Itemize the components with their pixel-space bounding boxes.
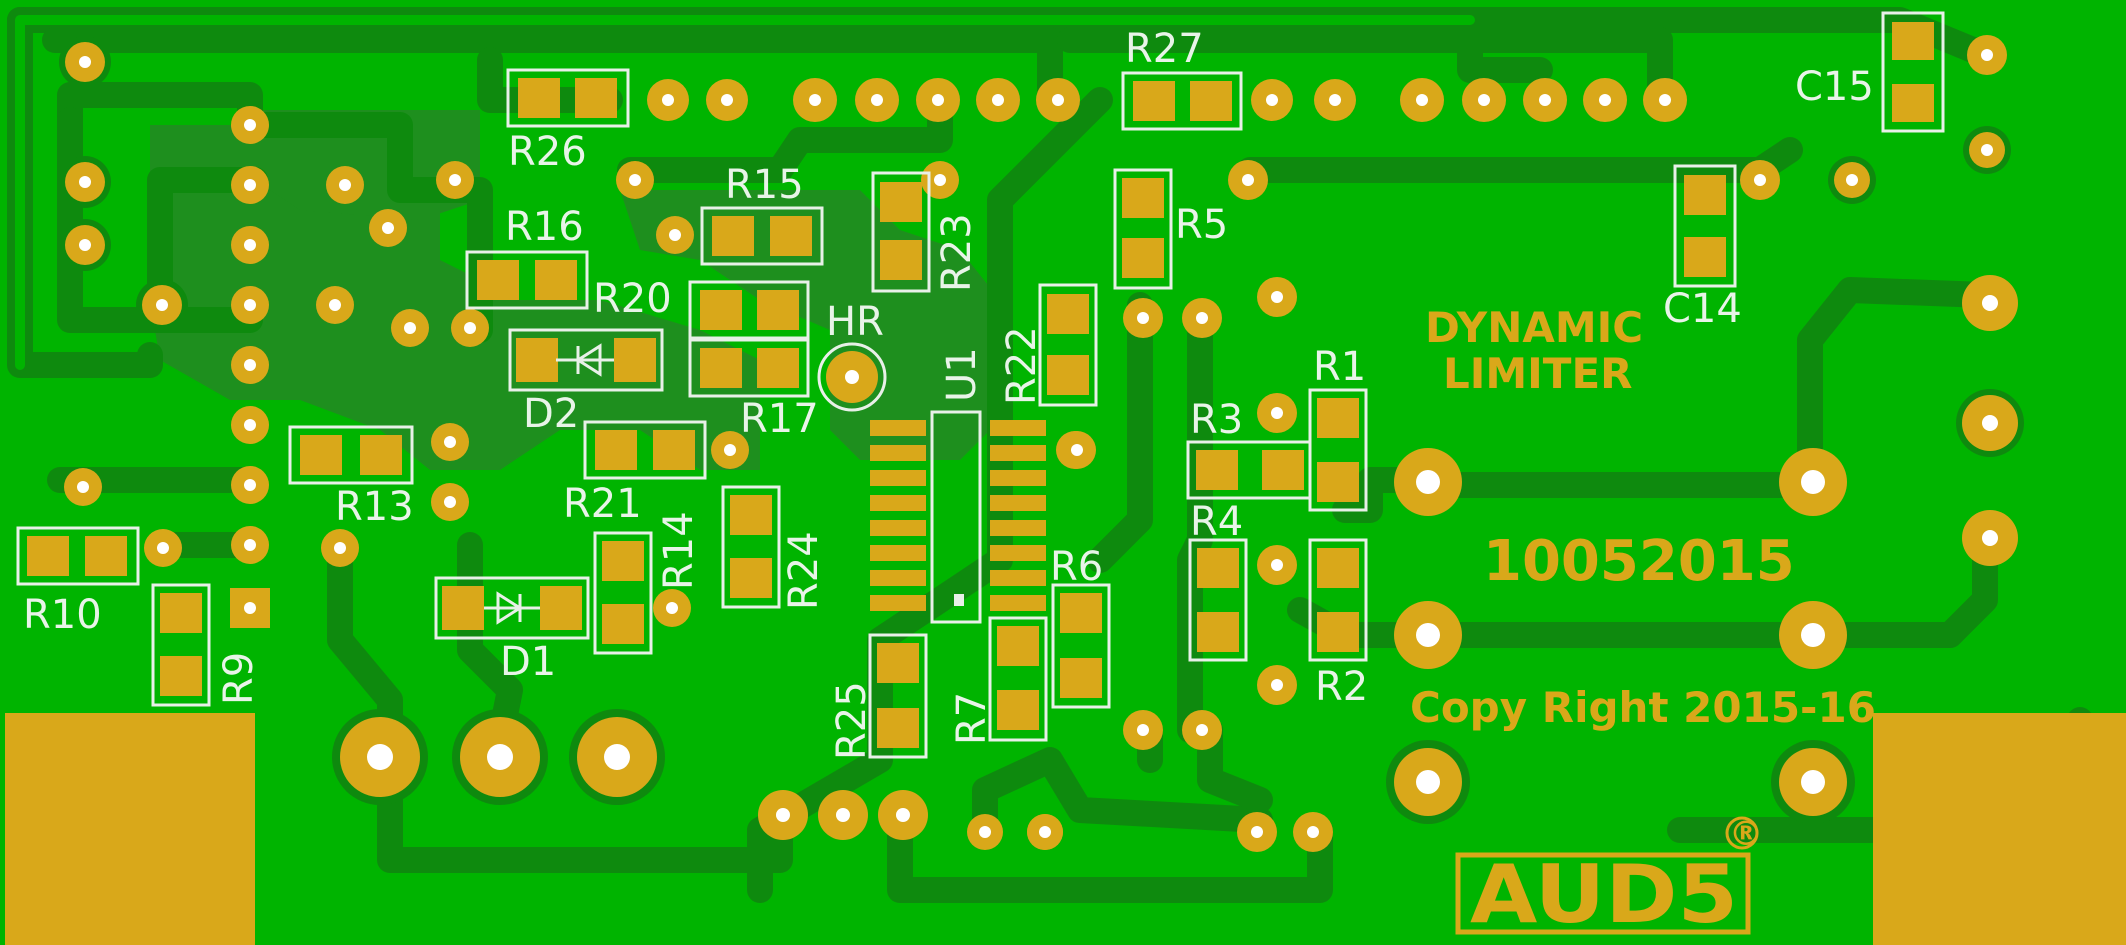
smd-components	[16, 11, 1945, 759]
r4-footprint	[1188, 538, 1248, 662]
u1-pin-right-6	[990, 545, 1046, 561]
label-u1: U1	[939, 347, 985, 402]
u1-pin-left-7	[870, 570, 926, 586]
r16-footprint	[465, 250, 589, 310]
r24-footprint	[721, 485, 781, 609]
u1-pin-left-1	[870, 420, 926, 436]
r23-footprint	[871, 171, 931, 293]
label-d2: D2	[523, 391, 579, 437]
r14-footprint	[593, 531, 653, 655]
traces	[7, 7, 2093, 903]
r27-footprint	[1121, 71, 1243, 131]
u1-pin-left-5	[870, 520, 926, 536]
label-r27: R27	[1125, 26, 1204, 72]
r10-footprint	[16, 526, 140, 586]
label-r25: R25	[829, 681, 875, 760]
registered-mark: ®	[1729, 814, 1763, 854]
label-d1: D1	[500, 639, 556, 685]
large-pads	[332, 448, 1855, 850]
u1-pin-left-6	[870, 545, 926, 561]
r3-footprint	[1186, 440, 1312, 500]
title-dynamic: DYNAMIC	[1425, 303, 1643, 352]
r17-footprint	[688, 338, 810, 398]
serial-number: 10052015	[1483, 529, 1795, 594]
u1-pin-right-7	[990, 570, 1046, 586]
title-limiter: LIMITER	[1443, 349, 1633, 398]
top-header-row	[647, 78, 1687, 122]
label-r14: R14	[656, 511, 702, 590]
mounting-pad-right	[1873, 713, 2126, 945]
r2-footprint	[1308, 538, 1368, 662]
label-r7: R7	[949, 692, 995, 745]
r25-footprint	[868, 633, 928, 759]
label-r1: R1	[1313, 344, 1366, 390]
logo-text: AUD5	[1470, 848, 1738, 941]
silkscreen-labels: R27 C15 R26 R15 R16 R20 R5 C14 HR U1 R22…	[23, 26, 1874, 760]
u1-pin-left-4	[870, 495, 926, 511]
diode-d1	[434, 576, 590, 640]
label-r23: R23	[934, 213, 980, 292]
label-r5: R5	[1175, 202, 1228, 248]
r7-footprint	[988, 616, 1048, 742]
u1-pin-left-8	[870, 595, 926, 611]
label-r22: R22	[999, 326, 1045, 405]
label-r26: R26	[508, 129, 587, 175]
label-r9: R9	[216, 652, 262, 705]
dip-column-left	[230, 106, 270, 628]
label-c15: C15	[1795, 64, 1874, 110]
r26-footprint	[506, 68, 630, 128]
u1-pin-right-3	[990, 470, 1046, 486]
ic-u1	[870, 410, 1046, 624]
right-side-pads	[967, 35, 2024, 852]
u1-pin-right-4	[990, 495, 1046, 511]
u1-pin-right-1	[990, 420, 1046, 436]
label-r2: R2	[1315, 664, 1368, 710]
label-r4: R4	[1190, 499, 1243, 545]
r15-footprint	[700, 206, 824, 266]
aud5-logo: AUD5 ®	[1455, 814, 1763, 941]
label-r20: R20	[593, 276, 672, 322]
label-r24: R24	[781, 531, 827, 610]
c15-footprint	[1881, 11, 1945, 133]
label-hr: HR	[826, 299, 884, 345]
mounting-pad-left	[5, 713, 255, 945]
u1-pin-left-3	[870, 470, 926, 486]
label-r16: R16	[505, 204, 584, 250]
copyright-text: Copy Right 2015-16	[1410, 683, 1876, 732]
through-hole-pads	[59, 35, 2024, 852]
r13-footprint	[288, 425, 414, 485]
r6-footprint	[1051, 583, 1111, 709]
label-r15: R15	[725, 162, 804, 208]
hr-test-point	[817, 342, 887, 412]
diode-d2	[508, 328, 664, 392]
u1-pin-right-2	[990, 445, 1046, 461]
label-r6: R6	[1050, 544, 1103, 590]
label-c14: C14	[1663, 286, 1742, 332]
r20-footprint	[688, 280, 810, 340]
r9-footprint	[151, 583, 211, 707]
label-r10: R10	[23, 592, 102, 638]
u1-pin-right-5	[990, 520, 1046, 536]
registered-circle	[1725, 816, 1759, 850]
label-r17: R17	[740, 396, 819, 442]
u1-pin-right-8	[990, 595, 1046, 611]
label-r13: R13	[335, 484, 414, 530]
r5-footprint	[1113, 168, 1173, 290]
r22-footprint	[1038, 283, 1098, 407]
c14-footprint	[1673, 164, 1737, 288]
label-r3: R3	[1190, 397, 1243, 443]
copper-text: DYNAMIC LIMITER 10052015 Copy Right 2015…	[1410, 303, 1876, 941]
u1-pin-left-2	[870, 445, 926, 461]
label-r21: R21	[563, 481, 642, 527]
r21-footprint	[583, 420, 707, 480]
header-top-left	[59, 36, 188, 331]
